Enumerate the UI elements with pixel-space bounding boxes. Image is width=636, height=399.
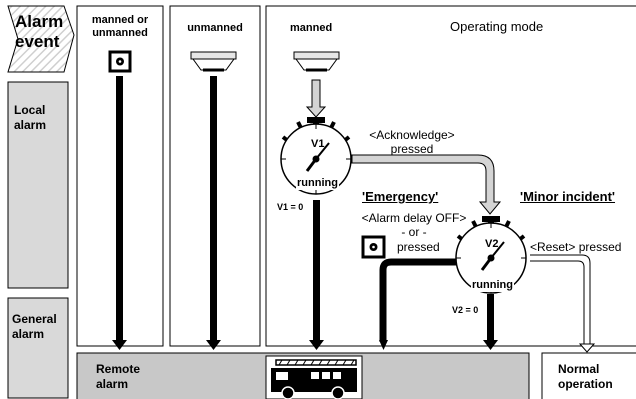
column-header-line-1: manned or xyxy=(91,14,149,26)
remote-alarm-line-2: alarm xyxy=(96,377,129,391)
column-header-manned: manned xyxy=(290,22,333,34)
v1-zero-label: V1 = 0 xyxy=(277,202,304,212)
alarm-event-line-2: event xyxy=(15,32,60,51)
emergency-line-2: - or - xyxy=(401,225,427,239)
arrowhead-reset xyxy=(578,343,596,353)
column-header-manned-or-unmanned: manned or unmanned xyxy=(80,14,160,40)
normal-operation-line-1: Normal xyxy=(558,362,600,376)
v2-zero-label: V2 = 0 xyxy=(452,305,479,315)
fire-truck-icon xyxy=(265,355,363,399)
general-alarm-line-2: alarm xyxy=(12,327,45,341)
acknowledge-key: <Acknowledge> xyxy=(369,128,455,142)
column-header-unmanned: unmanned xyxy=(187,22,243,34)
acknowledge-text: <Acknowledge> pressed xyxy=(360,128,464,156)
button-icon xyxy=(361,235,386,259)
operating-mode-label: Operating mode xyxy=(450,19,544,34)
line-col1 xyxy=(116,76,123,342)
normal-operation-line-2: operation xyxy=(558,377,613,391)
v2-state: running xyxy=(471,278,514,292)
normal-operation-label: Normal operation xyxy=(558,362,613,392)
general-alarm-label: General alarm xyxy=(12,312,57,342)
line-col2 xyxy=(210,76,217,342)
stopwatch-icon xyxy=(455,216,527,294)
line-v1-down xyxy=(313,200,320,342)
column-header-line-2: unmanned xyxy=(92,27,148,39)
emergency-title: 'Emergency' xyxy=(362,189,439,204)
alarm-event-line-1: Alarm xyxy=(15,12,64,31)
gray-arrows xyxy=(305,79,502,215)
local-alarm-line-2: alarm xyxy=(14,118,47,132)
reset-key: <Reset> xyxy=(530,240,576,254)
detector-to-v1-arrow xyxy=(305,79,327,118)
reset-arrow-inner xyxy=(530,260,585,344)
arrowhead-emergency xyxy=(379,340,388,350)
flow-lines xyxy=(112,76,498,350)
acknowledge-action: pressed xyxy=(390,142,434,156)
reset-text: <Reset> pressed xyxy=(530,240,621,254)
reset-arrow xyxy=(530,254,591,344)
normal-operation-box xyxy=(541,352,636,399)
emergency-text: <Alarm delay OFF> - or - xyxy=(354,211,474,239)
reset-action: pressed xyxy=(578,240,622,254)
emergency-pressed: pressed xyxy=(397,240,440,254)
v2-name: V2 xyxy=(485,238,499,250)
arrowhead-v1 xyxy=(309,340,324,350)
arrowhead-v2 xyxy=(483,340,498,350)
detector-icon xyxy=(190,51,237,72)
emergency-line-1: <Alarm delay OFF> xyxy=(361,211,467,225)
emergency-path xyxy=(379,258,458,342)
local-alarm-panel xyxy=(7,81,69,289)
line-v2-down xyxy=(487,294,494,342)
remote-alarm-line-1: Remote xyxy=(96,362,141,376)
alarm-event-label: Alarm event xyxy=(15,12,63,52)
detector-icon xyxy=(293,51,340,72)
acknowledge-arrow xyxy=(351,154,502,215)
v1-name: V1 xyxy=(311,138,325,150)
general-alarm-panel xyxy=(7,297,69,399)
v1-state: running xyxy=(296,176,339,190)
alarm-event-panel xyxy=(7,5,75,73)
button-icon xyxy=(108,50,132,73)
remote-alarm-label: Remote alarm xyxy=(96,362,140,392)
arrowhead-col2 xyxy=(206,340,221,350)
local-alarm-label: Local alarm xyxy=(14,103,46,133)
minor-incident-title: 'Minor incident' xyxy=(520,189,616,204)
arrowhead-col1 xyxy=(112,340,127,350)
general-alarm-line-1: General xyxy=(12,312,57,326)
local-alarm-line-1: Local xyxy=(14,103,46,117)
